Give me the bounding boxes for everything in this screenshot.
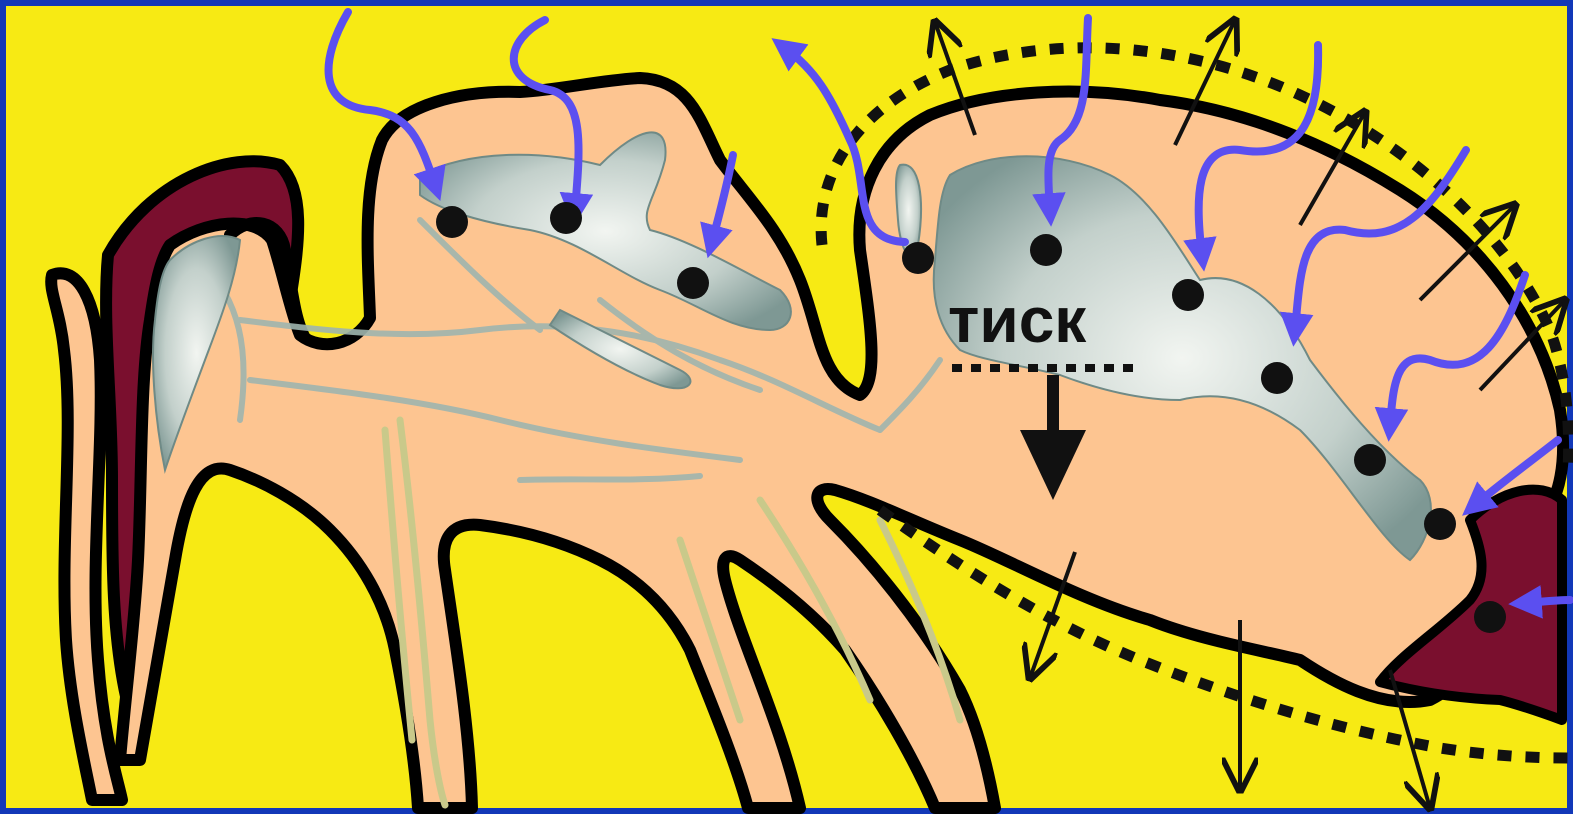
contact-point: [1172, 279, 1204, 311]
contact-point: [550, 202, 582, 234]
contact-point: [677, 267, 709, 299]
contact-point: [1354, 444, 1386, 476]
pressure-label: тиск: [948, 284, 1087, 356]
inflow-arrow: [1525, 600, 1570, 603]
contact-point: [902, 242, 934, 274]
contact-point: [1030, 234, 1062, 266]
contact-point: [1261, 362, 1293, 394]
contact-point: [1474, 601, 1506, 633]
contact-point: [436, 206, 468, 238]
contact-point: [1424, 508, 1456, 540]
